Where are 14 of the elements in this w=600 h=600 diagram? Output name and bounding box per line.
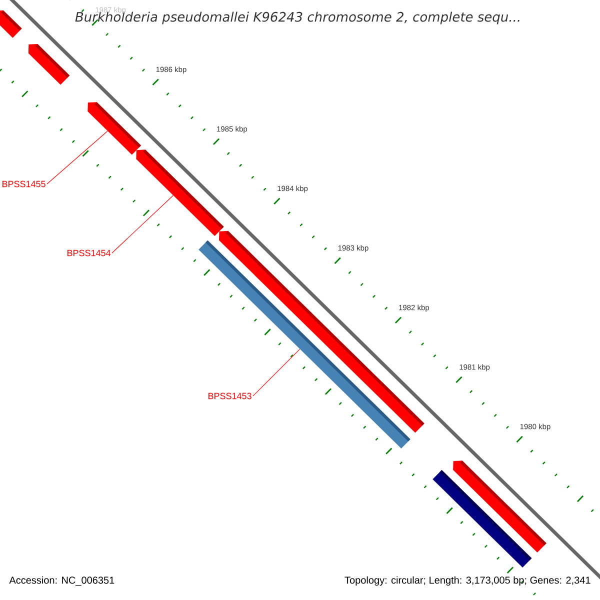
gene-feature — [136, 150, 224, 236]
leader-line — [46, 130, 108, 184]
gene-feature — [88, 102, 141, 155]
gene-label: BPSS1453 — [208, 392, 252, 400]
gene-feature — [453, 460, 546, 553]
gene-label: BPSS1454 — [68, 250, 111, 256]
leader-line — [112, 195, 174, 254]
title: Burkholderia pseudomallei K96243 chromosome 2, complete sequ... — [75, 12, 520, 24]
gene-label: BPSS1455 — [2, 180, 46, 188]
leader-line — [252, 348, 300, 396]
footer-text: Topology: circular; Length: 3,173,005 bp; Genes: 2,341 — [344, 576, 590, 586]
footer-text: Accession: NC_006351 — [9, 576, 114, 586]
gene-feature — [0, 10, 22, 38]
gene-feature — [28, 44, 70, 85]
